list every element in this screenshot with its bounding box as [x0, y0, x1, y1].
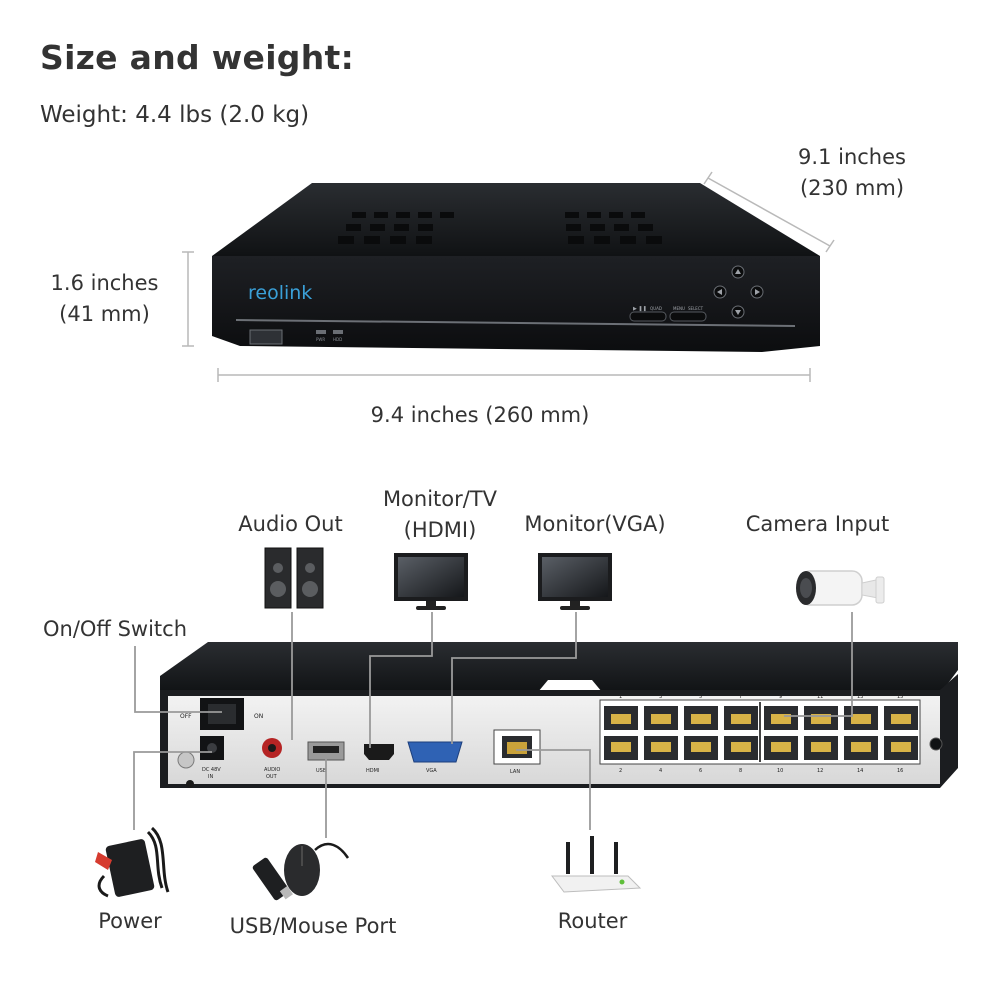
rear-notch [538, 680, 602, 692]
port-num-14: 14 [857, 768, 863, 774]
switch-on-label: ON [254, 713, 263, 720]
monitor-vga-label: Monitor(VGA) [524, 512, 666, 536]
router-label: Router [557, 909, 628, 933]
hdd-led-label: HDD [333, 337, 342, 342]
depth-label: 9.1 inches (230 mm) [782, 142, 922, 204]
power-line [133, 751, 212, 830]
height-inches: 1.6 inches [50, 271, 159, 295]
monitor-hdmi-icon [394, 553, 468, 610]
front-trim-line [235, 319, 796, 327]
select-label: SELECT [688, 306, 704, 311]
menu-label: MENU [673, 306, 685, 311]
audio-label-line2: OUT [266, 774, 278, 780]
vga-port-label: VGA [426, 768, 437, 774]
port-num-11: 11 [817, 694, 823, 700]
monitor-tv-line1: Monitor/TV [382, 487, 498, 511]
camera-input-label: Camera Input [745, 512, 890, 536]
menu-select-button [669, 311, 707, 322]
port-num-5: 5 [699, 694, 702, 700]
lan-port-label: LAN [510, 769, 520, 775]
dimension-lines [182, 171, 835, 382]
router-icon [551, 836, 642, 893]
pwr-led-label: PWR [316, 337, 325, 342]
ground-symbol [186, 780, 194, 788]
usb-mouse-icon [252, 842, 350, 901]
poe-ports [604, 706, 918, 760]
monitor-vga-icon [538, 553, 612, 610]
power-adapter-icon [95, 826, 170, 898]
port-num-9: 9 [779, 694, 782, 700]
hdmi-port-label: HDMI [366, 768, 379, 774]
height-label: 1.6 inches (41 mm) [32, 268, 177, 330]
port-num-6: 6 [699, 768, 702, 774]
dc-label-line1: DC 48V [202, 767, 221, 773]
lan-line [516, 749, 591, 830]
power-label: Power [98, 909, 162, 933]
top-vents [338, 212, 662, 244]
play-quad-button [629, 311, 667, 322]
weight-text: Weight: 4.4 lbs (2.0 kg) [40, 102, 310, 128]
usb-port-label: USB [316, 768, 327, 774]
screw-right [929, 737, 943, 751]
pwr-led [316, 330, 326, 334]
audio-label-line1: AUDIO [264, 767, 280, 773]
port-num-1: 1 [619, 694, 622, 700]
dc-label-line2: IN [208, 774, 213, 780]
brand-logo: reolink [248, 282, 312, 304]
port-num-4: 4 [659, 768, 662, 774]
switch-off-label: OFF [180, 713, 192, 720]
vga-port [407, 741, 463, 763]
camera-icon [796, 570, 885, 606]
ground-screw [177, 751, 195, 769]
rear-top-surface [160, 642, 958, 694]
port-num-7: 7 [739, 694, 742, 700]
port-num-2: 2 [619, 768, 622, 774]
depth-mm: (230 mm) [799, 176, 905, 200]
monitor-tv-label: Monitor/TV (HDMI) [370, 484, 510, 546]
audio-out-label: Audio Out [238, 512, 343, 536]
nvr-rear-view: OFF ON DC 48V IN AUDIO OUT USB HDMI VGA … [160, 642, 958, 788]
port-num-8: 8 [739, 768, 742, 774]
connector-lines [133, 612, 853, 838]
nvr-top-surface [212, 183, 820, 256]
quad-label: QUAD [650, 306, 662, 311]
page-title: Size and weight: [40, 38, 355, 77]
port-num-12: 12 [817, 768, 823, 774]
usb-mouse-label: USB/Mouse Port [229, 914, 397, 938]
hdd-led [333, 330, 343, 334]
port-num-10: 10 [777, 768, 783, 774]
camera-line [784, 612, 853, 717]
hdmi-line [369, 612, 433, 748]
vga-line [451, 612, 577, 744]
play-pause-label: ▶ ❚❚ [633, 306, 647, 312]
port-num-3: 3 [659, 694, 662, 700]
nvr-front-view: PWR HDD reolink ▶ ❚❚ QUAD MENU SELECT [212, 183, 820, 352]
height-mm: (41 mm) [59, 302, 150, 326]
port-num-16: 16 [897, 768, 903, 774]
port-num-15: 15 [897, 694, 903, 700]
port-num-13: 13 [857, 694, 863, 700]
nvr-front-face [212, 256, 820, 352]
width-label: 9.4 inches (260 mm) [370, 403, 590, 427]
switch-line [134, 646, 222, 713]
depth-inches: 9.1 inches [798, 145, 906, 169]
on-off-switch-label: On/Off Switch [42, 617, 188, 641]
usb-port-front [249, 329, 283, 345]
speaker-icon [264, 547, 324, 609]
hdmi-port [364, 744, 394, 760]
monitor-tv-line2: (HDMI) [403, 518, 477, 542]
